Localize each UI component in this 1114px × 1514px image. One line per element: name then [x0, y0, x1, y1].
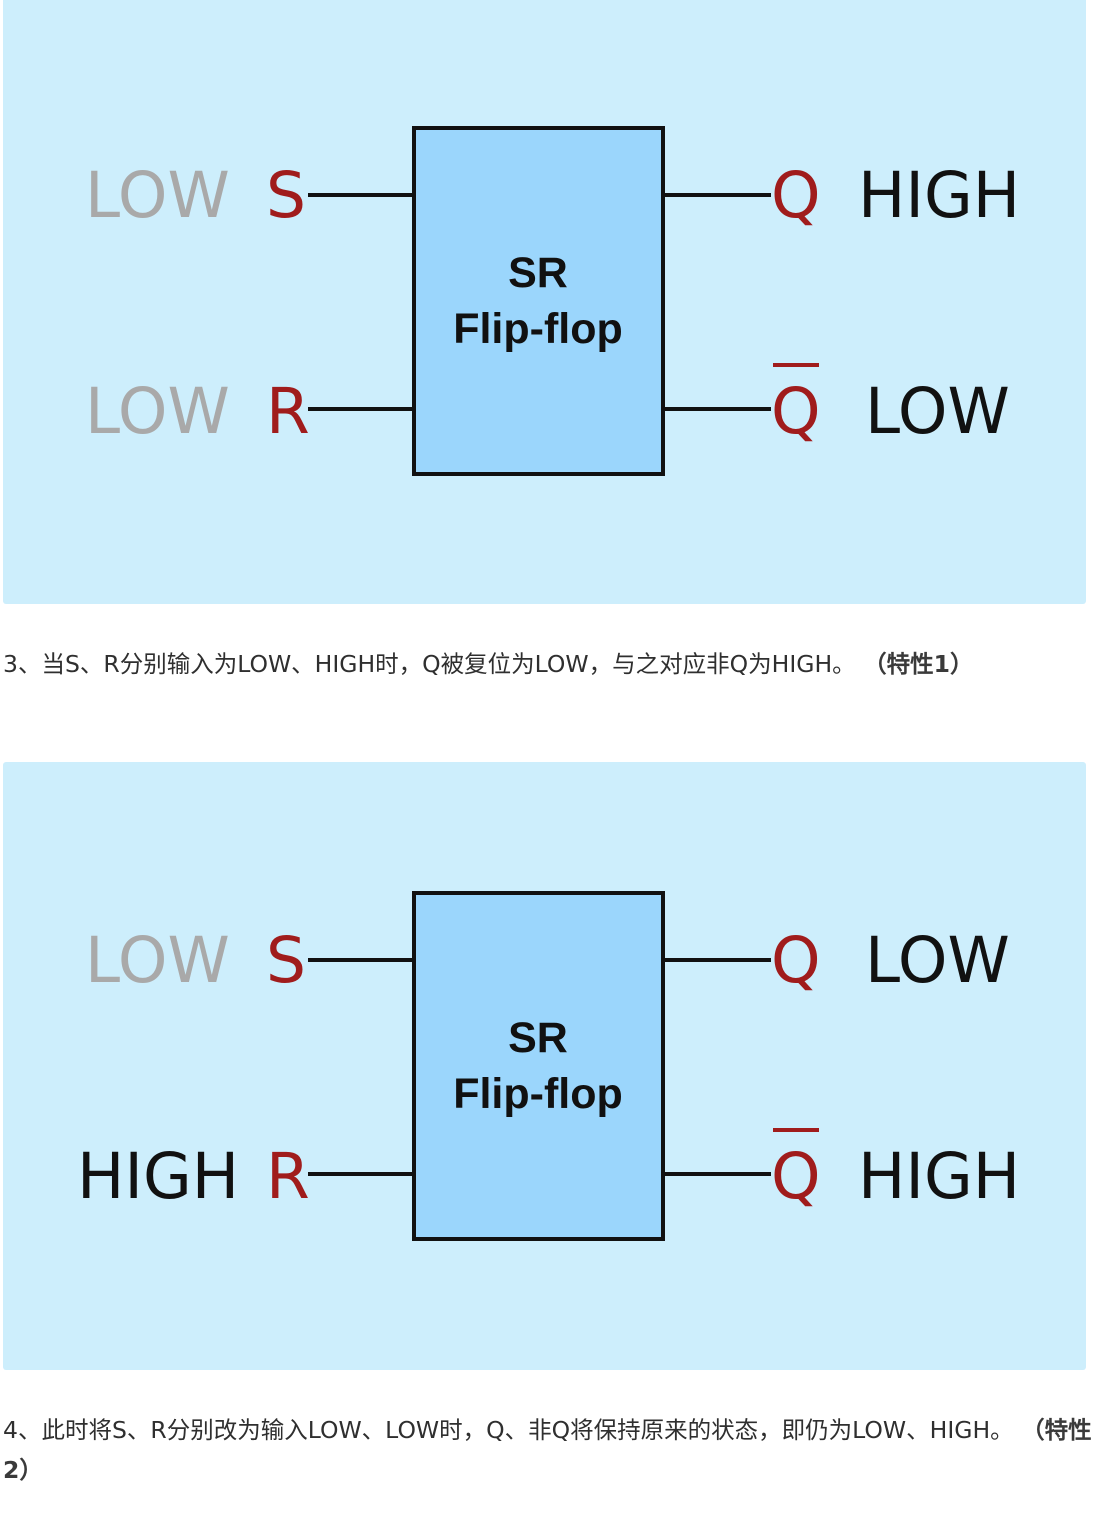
- flipflop-box: [412, 891, 665, 1241]
- caption-characteristic-1: 3、当S、R分别输入为LOW、HIGH时，Q被复位为LOW，与之对应非Q为HIG…: [3, 644, 1093, 684]
- qbar-state-label: LOW: [865, 375, 1010, 448]
- q-state-label: HIGH: [858, 159, 1020, 232]
- q-state-label: LOW: [865, 924, 1010, 997]
- qbar-state-label: HIGH: [858, 1140, 1020, 1213]
- caption-text: 4、此时将S、R分别改为输入LOW、LOW时，Q、非Q将保持原来的状态，即仍为L…: [3, 1416, 1014, 1444]
- pin-r-label: R: [266, 1140, 310, 1213]
- caption-text: 3、当S、R分别输入为LOW、HIGH时，Q被复位为LOW，与之对应非Q为HIG…: [3, 650, 856, 678]
- caption-bold-note: （特性1）: [863, 650, 974, 678]
- box-label-flipflop: Flip-flop: [453, 1070, 623, 1118]
- sr-flipflop-diagram-2: SR Flip-flop LOW HIGH S R Q Q LOW HIGH: [3, 762, 1086, 1370]
- caption-bold-note: （特性2）: [3, 1416, 1092, 1484]
- pin-q-label: Q: [771, 924, 821, 997]
- diagram-canvas: SR Flip-flop LOW HIGH S R Q Q LOW HIGH: [77, 891, 1020, 1241]
- pin-q-label: Q: [771, 159, 821, 232]
- box-label-sr: SR: [508, 249, 568, 297]
- sr-flipflop-diagram-1: SR Flip-flop LOW LOW S R Q Q HIGH LOW: [3, 0, 1086, 604]
- flipflop-box: [412, 126, 665, 476]
- pin-s-label: S: [266, 159, 306, 232]
- pin-qbar-label: Q: [771, 375, 821, 448]
- pin-qbar-label: Q: [771, 1140, 821, 1213]
- r-state-label: LOW: [85, 375, 230, 448]
- box-label-sr: SR: [508, 1014, 568, 1062]
- diagram-canvas: SR Flip-flop LOW LOW S R Q Q HIGH LOW: [85, 126, 1020, 476]
- box-label-flipflop: Flip-flop: [453, 305, 623, 353]
- pin-s-label: S: [266, 924, 306, 997]
- s-state-label: LOW: [85, 924, 230, 997]
- pin-r-label: R: [266, 375, 310, 448]
- r-state-label: HIGH: [77, 1140, 239, 1213]
- s-state-label: LOW: [85, 159, 230, 232]
- caption-characteristic-2: 4、此时将S、R分别改为输入LOW、LOW时，Q、非Q将保持原来的状态，即仍为L…: [3, 1410, 1093, 1490]
